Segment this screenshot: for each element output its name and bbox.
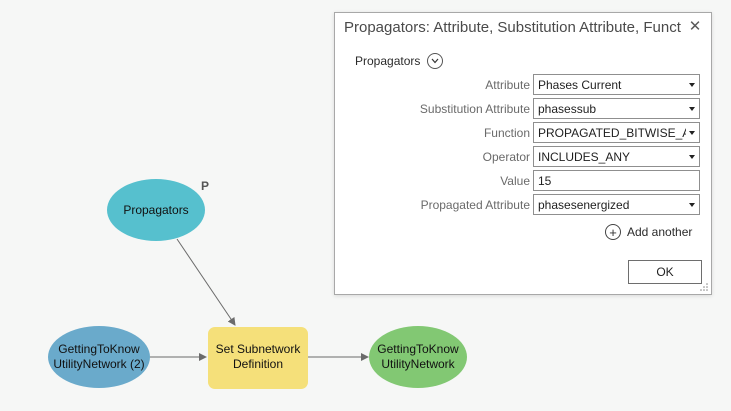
node-input-network[interactable]: GettingToKnow UtilityNetwork (2) xyxy=(48,326,150,388)
propagated-attribute-dropdown[interactable]: phasesenergized xyxy=(533,194,700,215)
operator-label: Operator xyxy=(482,150,530,164)
value-input[interactable]: 15 xyxy=(533,170,700,191)
row-function: Function PROPAGATED_BITWISE_AND xyxy=(335,122,713,144)
parameter-badge: P xyxy=(201,179,209,193)
add-another-button[interactable]: + Add another xyxy=(605,224,692,240)
dropdown-caret-icon xyxy=(689,83,695,87)
attribute-label: Attribute xyxy=(485,78,530,92)
dialog-title: Propagators: Attribute, Substitution Att… xyxy=(344,19,681,36)
propagators-ellipse[interactable] xyxy=(107,179,205,241)
connector-propagators-to-tool[interactable] xyxy=(176,238,236,326)
dropdown-caret-icon xyxy=(689,131,695,135)
propagated-attribute-value: phasesenergized xyxy=(538,198,630,212)
attribute-value: Phases Current xyxy=(538,78,622,92)
input-network-label-line1: GettingToKnow xyxy=(58,342,140,356)
row-propagated-attribute: Propagated Attribute phasesenergized xyxy=(335,194,713,216)
node-set-subnetwork-definition[interactable]: Set Subnetwork Definition xyxy=(208,327,308,389)
node-output-network[interactable]: GettingToKnow UtilityNetwork xyxy=(369,326,467,388)
function-label: Function xyxy=(483,126,530,140)
node-propagators[interactable]: Propagators P xyxy=(107,179,209,241)
plus-circle-icon: + xyxy=(605,224,621,240)
add-another-label: Add another xyxy=(627,225,693,239)
function-dropdown[interactable]: PROPAGATED_BITWISE_AND xyxy=(533,122,700,143)
collapse-chevron-icon[interactable] xyxy=(427,53,444,69)
attribute-dropdown[interactable]: Phases Current xyxy=(533,74,700,95)
propagators-group-header[interactable]: Propagators xyxy=(355,51,444,71)
operator-value: INCLUDES_ANY xyxy=(538,150,631,164)
substitution-attribute-dropdown[interactable]: phasessub xyxy=(533,98,700,119)
propagated-attribute-label: Propagated Attribute xyxy=(420,198,530,212)
tool-box[interactable] xyxy=(208,327,308,389)
tool-label-line2: Definition xyxy=(233,357,283,371)
propagators-dialog: Propagators: Attribute, Substitution Att… xyxy=(334,12,712,295)
input-network-ellipse[interactable] xyxy=(48,326,150,388)
value-text: 15 xyxy=(538,174,552,188)
row-operator: Operator INCLUDES_ANY xyxy=(335,146,713,168)
operator-dropdown[interactable]: INCLUDES_ANY xyxy=(533,146,700,167)
dropdown-caret-icon xyxy=(689,155,695,159)
ok-button[interactable]: OK xyxy=(628,260,702,284)
row-value: Value 15 xyxy=(335,170,713,192)
propagators-label: Propagators xyxy=(123,203,188,217)
value-label: Value xyxy=(500,174,530,188)
row-attribute: Attribute Phases Current xyxy=(335,74,713,96)
input-network-label-line2: UtilityNetwork (2) xyxy=(53,357,144,371)
output-network-ellipse[interactable] xyxy=(369,326,467,388)
output-network-label-line1: GettingToKnow xyxy=(377,342,459,356)
row-substitution-attribute: Substitution Attribute phasessub xyxy=(335,98,713,120)
function-value: PROPAGATED_BITWISE_AND xyxy=(538,126,686,140)
group-label: Propagators xyxy=(355,54,421,68)
output-network-label-line2: UtilityNetwork xyxy=(381,357,455,371)
close-icon[interactable]: ✕ xyxy=(688,18,702,35)
substitution-attribute-label: Substitution Attribute xyxy=(419,102,530,116)
tool-label-line1: Set Subnetwork xyxy=(216,342,302,356)
dropdown-caret-icon xyxy=(689,203,695,207)
substitution-attribute-value: phasessub xyxy=(538,102,597,116)
resize-grip-icon[interactable] xyxy=(699,282,709,292)
dropdown-caret-icon xyxy=(689,107,695,111)
